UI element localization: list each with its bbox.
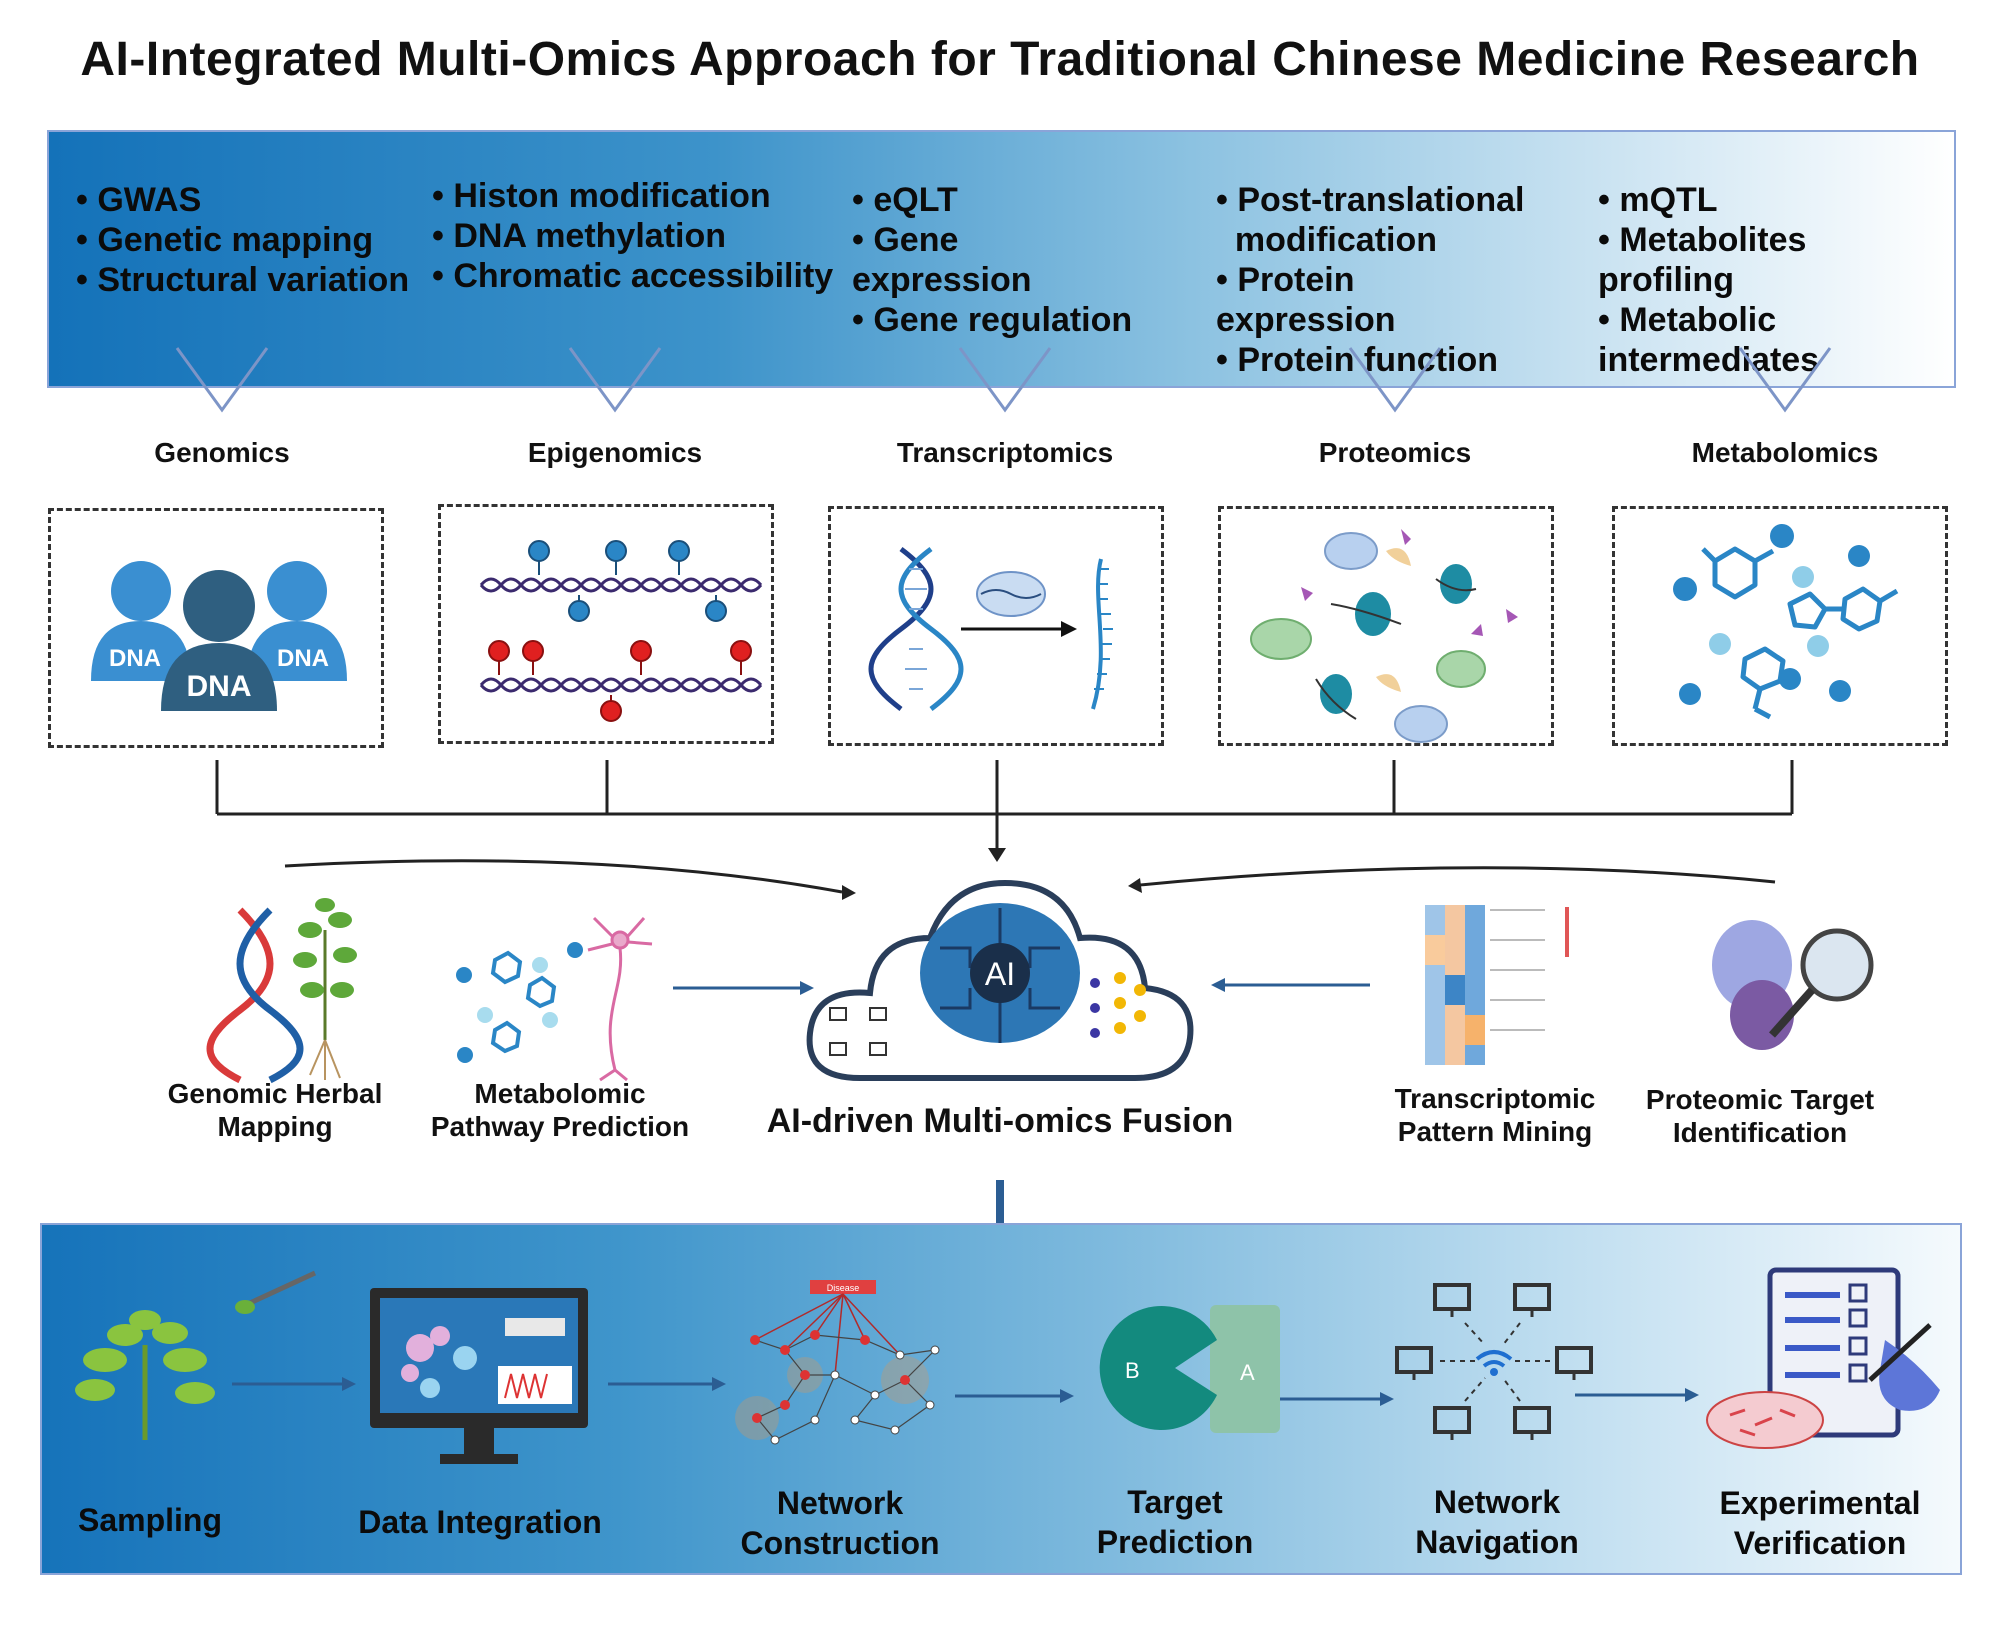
bullets-proteomics: • Post-translational modification • Prot… — [1216, 180, 1525, 380]
bullet-item: • Metabolites — [1598, 221, 1807, 259]
bullets-transcriptomics: • eQLT • Gene expression • Gene regulati… — [852, 180, 1132, 340]
metabolomics-box — [1612, 506, 1948, 746]
lock-b-label: B — [1125, 1358, 1140, 1383]
bullet-item: profiling — [1598, 261, 1734, 299]
label-metabolomic-pathway: Metabolomic Pathway Prediction — [430, 1078, 690, 1142]
bullet-item: • Histon modification — [432, 177, 771, 215]
label-proteomic-target: Proteomic Target Identification — [1645, 1084, 1875, 1148]
methylated-dna-icon — [479, 540, 763, 722]
omics-label-proteomics: Proteomics — [1318, 437, 1472, 468]
bullet-item: • Structural variation — [76, 261, 410, 299]
step-target-prediction: Target Prediction — [1096, 1484, 1254, 1560]
lock-key-icon: B A — [1099, 1305, 1280, 1433]
protein-magnifier-icon — [1712, 920, 1874, 1050]
epigenomics-box — [438, 504, 774, 744]
transcriptomics-box — [828, 506, 1164, 746]
omics-label-epigenomics: Epigenomics — [527, 437, 703, 468]
dna-plant-icon — [206, 898, 357, 1084]
clipboard-petri-icon — [1706, 1267, 1940, 1449]
svg-text:DNA: DNA — [277, 645, 329, 672]
bullet-item: expression — [1216, 301, 1396, 339]
omics-label-genomics: Genomics — [154, 437, 290, 468]
bullet-item: • Protein function — [1216, 341, 1498, 379]
omics-label-transcriptomics: Transcriptomics — [896, 437, 1114, 468]
disease-tag: Disease — [827, 1283, 860, 1293]
label-genomic-herbal: Genomic Herbal Mapping — [167, 1078, 383, 1142]
people-dna-icon: DNA DNA DNA — [91, 561, 347, 711]
bullet-item: • Post-translational — [1216, 181, 1525, 219]
omics-features-band — [47, 130, 1956, 388]
svg-text:DNA: DNA — [109, 645, 161, 672]
step-experimental-verification: Experimental Verification — [1719, 1485, 1921, 1561]
transcription-icon — [868, 547, 1113, 711]
heatmap-icon — [1425, 905, 1569, 1065]
arrow-head — [1211, 978, 1225, 992]
bullet-item: • Gene — [852, 221, 959, 259]
bullet-item: • Gene regulation — [852, 301, 1133, 339]
plant-sampling-icon — [75, 1270, 317, 1440]
label-transcriptomic-pattern: Transcriptomic Pattern Mining — [1394, 1083, 1596, 1147]
page-title: AI-Integrated Multi-Omics Approach for T… — [80, 33, 1920, 86]
step-sampling: Sampling — [77, 1502, 222, 1538]
bullet-item: • Metabolic — [1598, 301, 1777, 339]
monitor-icon — [370, 1288, 588, 1464]
step-network-construction: Network Construction — [740, 1485, 940, 1561]
step-data-integration: Data Integration — [358, 1504, 602, 1540]
step-network-navigation: Network Navigation — [1415, 1484, 1579, 1560]
pipeline-band — [40, 1223, 1962, 1575]
bullet-item: intermediates — [1598, 341, 1820, 379]
bullet-item: • eQLT — [852, 181, 958, 219]
genomics-box: DNA DNA DNA — [48, 508, 384, 748]
proteins-icon — [1250, 529, 1518, 743]
svg-text:DNA: DNA — [187, 670, 252, 703]
metabolites-icon — [1673, 524, 1899, 720]
omics-label-metabolomics: Metabolomics — [1691, 437, 1879, 468]
lock-a-label: A — [1240, 1360, 1255, 1385]
bullet-item: • DNA methylation — [432, 217, 726, 255]
label-ai-fusion: AI-driven Multi-omics Fusion — [766, 1102, 1234, 1140]
network-navigation-icon — [1395, 1283, 1593, 1440]
bullet-item: • GWAS — [76, 181, 202, 219]
bullet-item: • Genetic mapping — [76, 221, 374, 259]
metabolite-neuron-icon — [456, 916, 653, 1082]
bullet-item: expression — [852, 261, 1032, 299]
bullets-metabolomics: • mQTL • Metabolites profiling • Metabol… — [1598, 180, 1819, 380]
ai-cloud-icon: AI — [806, 879, 1194, 1081]
proteomics-box — [1218, 506, 1554, 746]
disease-network-icon: Disease — [735, 1280, 940, 1445]
ai-badge: AI — [985, 956, 1015, 992]
bullet-item: • Protein — [1216, 261, 1355, 299]
bullets-genomics: • GWAS • Genetic mapping • Structural va… — [76, 180, 409, 300]
bullet-item: modification — [1216, 221, 1437, 259]
bullet-item: • Chromatic accessibility — [432, 257, 834, 295]
bullet-item: • mQTL — [1598, 181, 1718, 219]
arrow-head — [988, 848, 1006, 862]
bullets-epigenomics: • Histon modification • DNA methylation … — [432, 176, 833, 296]
